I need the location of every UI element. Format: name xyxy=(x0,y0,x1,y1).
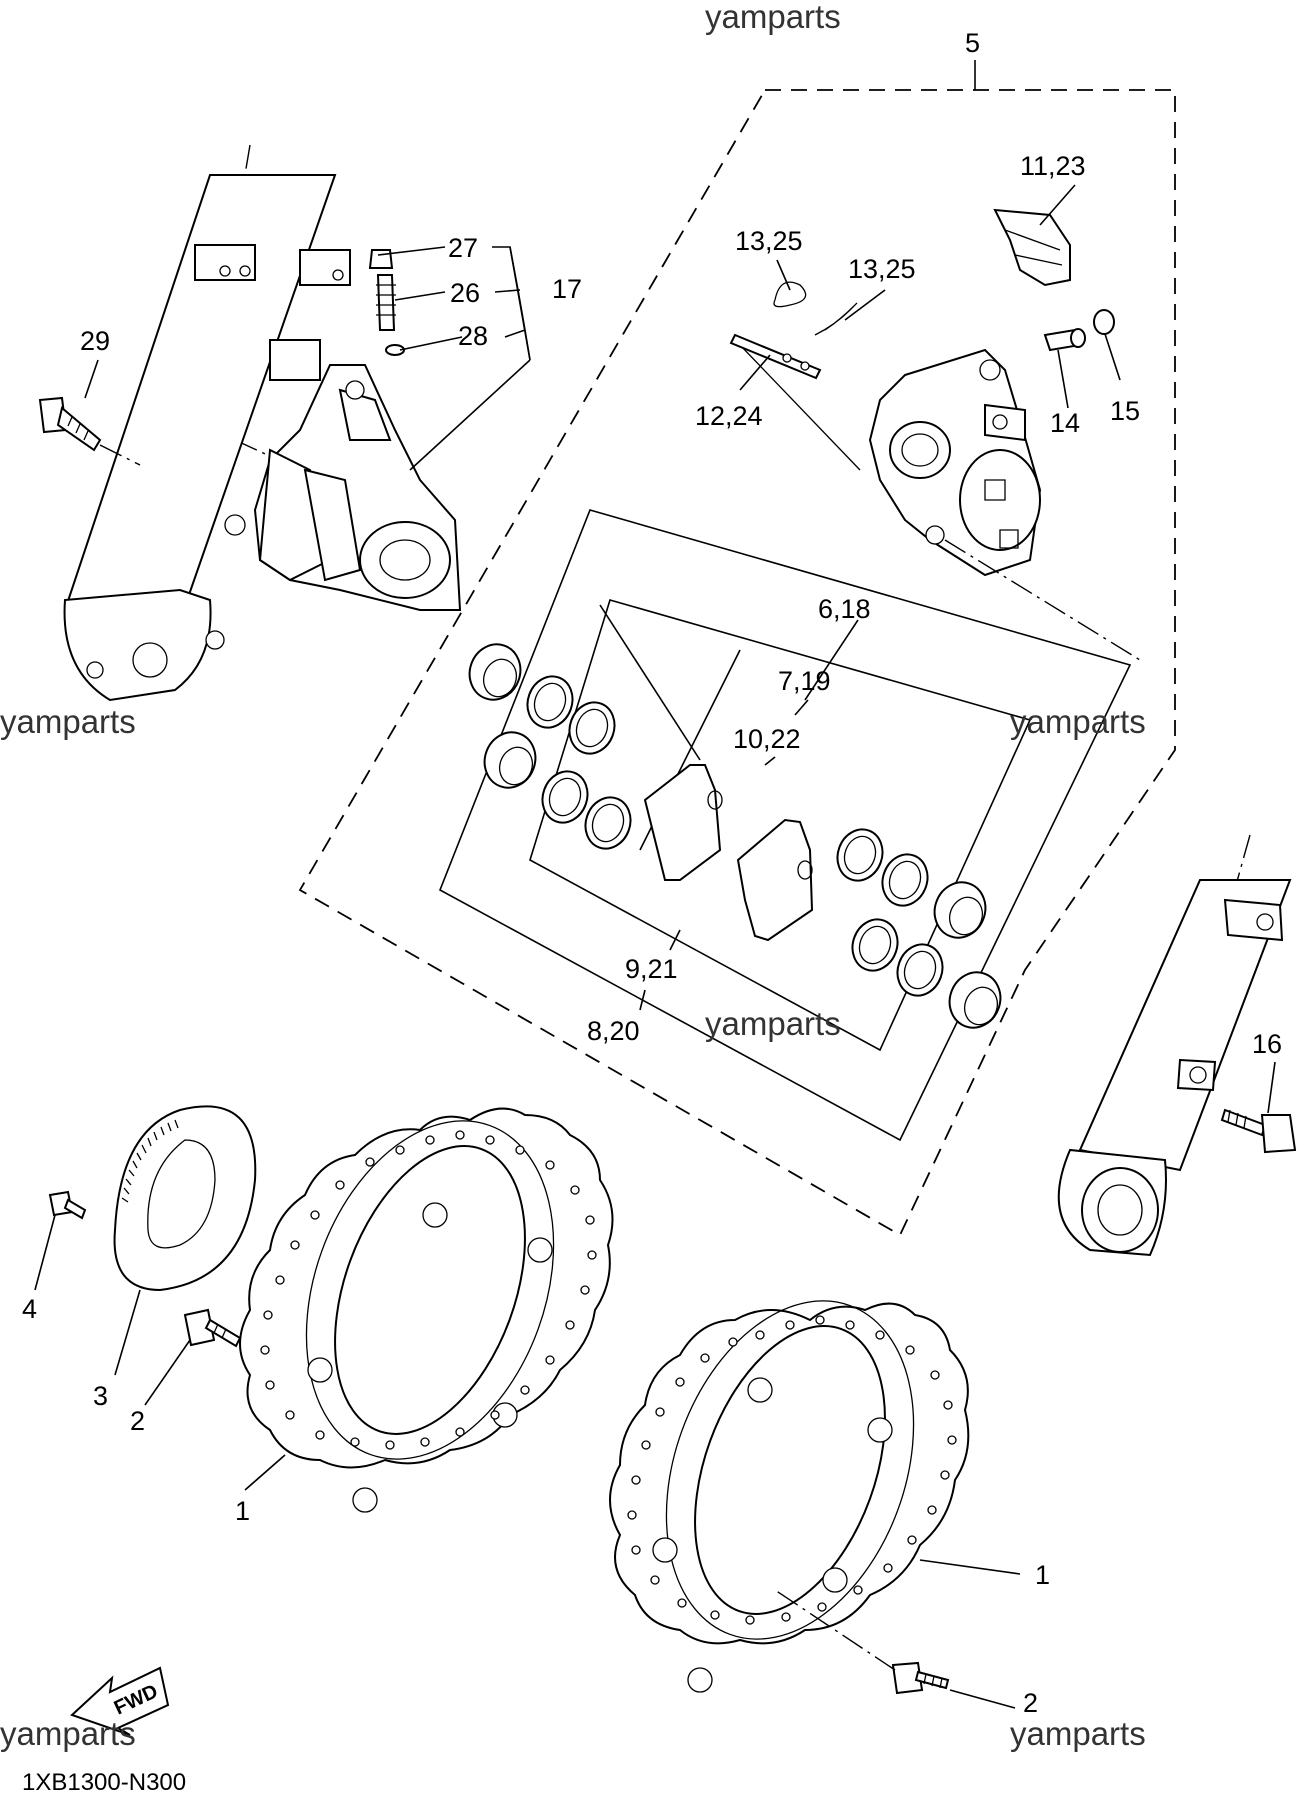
brake-pads-10-22 xyxy=(643,764,814,942)
diagram-code: 1XB1300-N300 xyxy=(22,1769,186,1796)
label-5: 5 xyxy=(965,28,980,58)
disc-drill-holes-upper xyxy=(260,1130,597,1450)
label-28: 28 xyxy=(458,321,488,351)
label-16: 16 xyxy=(1252,1029,1282,1059)
bolt-16 xyxy=(1220,1108,1297,1154)
label-1-upper: 1 xyxy=(235,1496,250,1526)
watermark-bottom-right: yamparts xyxy=(1010,1715,1146,1752)
sensor-rotor-3 xyxy=(113,1105,257,1292)
piston-set-right xyxy=(836,828,1002,1029)
sensor-teeth xyxy=(121,1119,179,1203)
label-14: 14 xyxy=(1050,408,1080,438)
label-26: 26 xyxy=(450,278,480,308)
label-1-lower: 1 xyxy=(1035,1560,1050,1590)
pad-spring-11-23 xyxy=(993,208,1071,287)
leader-lines xyxy=(34,60,1276,1709)
fwd-arrow-icon: FWD xyxy=(70,1666,170,1736)
watermark-top: yamparts xyxy=(705,0,841,35)
label-10-22: 10,22 xyxy=(733,724,801,754)
watermark-bottom-left: yamparts xyxy=(0,1715,136,1752)
clip-13-25 xyxy=(773,281,858,336)
label-2-lower: 2 xyxy=(1023,1688,1038,1718)
watermark-center: yamparts xyxy=(705,1005,841,1042)
disc-drill-holes-lower xyxy=(627,1315,957,1625)
right-caliper xyxy=(739,344,1141,661)
label-11-23: 11,23 xyxy=(1020,151,1086,181)
right-fork-leg xyxy=(1057,834,1292,1257)
label-2-upper: 2 xyxy=(130,1406,145,1436)
left-fork-leg xyxy=(63,144,351,702)
caliper-assembly-boundary xyxy=(298,89,1176,1237)
left-caliper-assembly xyxy=(253,364,462,611)
watermark-left: yamparts xyxy=(0,703,136,740)
bolt-2-upper xyxy=(183,1308,242,1348)
bolt-29 xyxy=(38,396,141,466)
watermarks: yamparts yamparts yamparts yamparts yamp… xyxy=(0,0,1146,1752)
bolt-2-lower xyxy=(774,1589,950,1695)
label-13-25-b: 13,25 xyxy=(848,254,916,284)
label-17: 17 xyxy=(552,274,582,304)
label-8-20: 8,20 xyxy=(587,1016,640,1046)
brake-disc-lower xyxy=(609,1300,970,1693)
callout-labels: 5 11,23 13,25 13,25 27 17 26 28 29 12,24… xyxy=(22,28,1282,1718)
label-13-25-a: 13,25 xyxy=(735,226,803,256)
label-12-24: 12,24 xyxy=(695,401,763,431)
screw-4 xyxy=(48,1190,87,1220)
cap-15 xyxy=(1093,309,1115,335)
pin-12-24 xyxy=(729,333,822,380)
brake-disc-upper xyxy=(239,1107,614,1513)
label-7-19: 7,19 xyxy=(778,666,831,696)
label-4: 4 xyxy=(22,1294,37,1324)
label-6-18: 6,18 xyxy=(818,594,871,624)
piston-set-left xyxy=(468,643,632,850)
label-29: 29 xyxy=(80,326,110,356)
bleeder-14 xyxy=(1043,328,1086,352)
label-9-21: 9,21 xyxy=(625,954,678,984)
watermark-right: yamparts xyxy=(1010,703,1146,740)
label-3: 3 xyxy=(93,1381,108,1411)
label-27: 27 xyxy=(448,233,478,263)
bleed-screw-group xyxy=(368,249,405,356)
label-15: 15 xyxy=(1110,396,1140,426)
